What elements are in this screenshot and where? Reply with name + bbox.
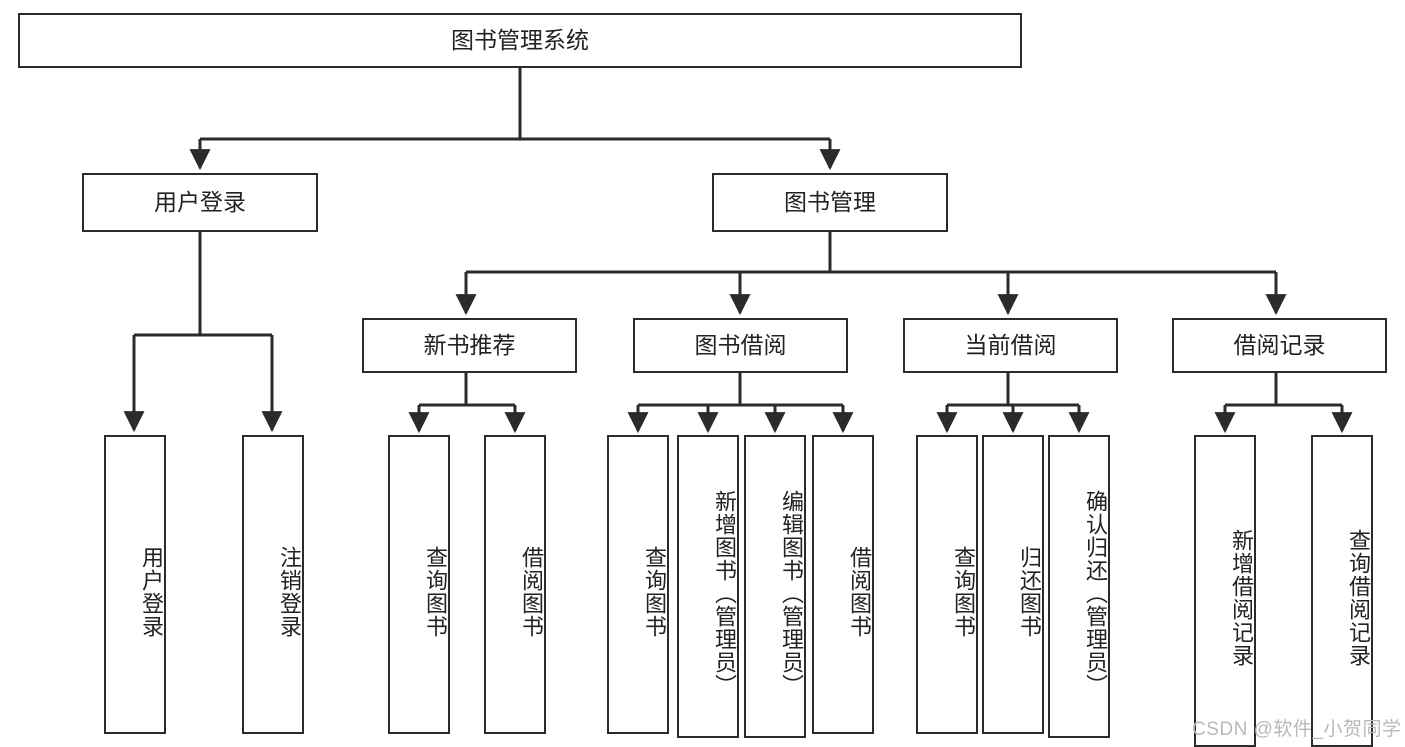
node-current-borrow[interactable]: 当前借阅 <box>903 318 1118 373</box>
leaf-query-borrow-record[interactable]: 查询借阅记录 <box>1311 435 1373 747</box>
node-new-book-recommend-label: 新书推荐 <box>423 331 516 358</box>
leaf-label: 新增图书（管理员） <box>712 490 737 697</box>
leaf-label: 借阅图书 <box>847 545 872 638</box>
leaf-query-book-bw[interactable]: 查询图书 <box>607 435 669 734</box>
leaf-label: 归还图书 <box>1017 545 1042 638</box>
node-book-manage-label: 图书管理 <box>784 188 876 215</box>
leaf-label: 查询图书 <box>642 545 667 638</box>
leaf-label: 借阅图书 <box>519 545 544 638</box>
node-root-label: 图书管理系统 <box>451 26 589 53</box>
leaf-label: 确认归还（管理员） <box>1083 490 1108 697</box>
node-book-borrow[interactable]: 图书借阅 <box>633 318 848 373</box>
leaf-label: 查询借阅记录 <box>1346 529 1371 667</box>
leaf-borrow-book-bw[interactable]: 借阅图书 <box>812 435 874 734</box>
leaf-edit-book-admin[interactable]: 编辑图书（管理员） <box>744 435 806 738</box>
leaf-borrow-book-nb[interactable]: 借阅图书 <box>484 435 546 734</box>
node-current-borrow-label: 当前借阅 <box>964 331 1057 358</box>
node-borrow-record-label: 借阅记录 <box>1233 331 1326 358</box>
leaf-add-borrow-record[interactable]: 新增借阅记录 <box>1194 435 1256 747</box>
leaf-label: 查询图书 <box>951 545 976 638</box>
leaf-query-book-cb[interactable]: 查询图书 <box>916 435 978 734</box>
leaf-query-book-nb[interactable]: 查询图书 <box>388 435 450 734</box>
leaf-label: 注销登录 <box>277 545 302 638</box>
node-borrow-record[interactable]: 借阅记录 <box>1172 318 1387 373</box>
node-book-manage[interactable]: 图书管理 <box>712 173 948 232</box>
node-user-login-label: 用户登录 <box>154 188 246 215</box>
leaf-add-book-admin[interactable]: 新增图书（管理员） <box>677 435 739 738</box>
node-new-book-recommend[interactable]: 新书推荐 <box>362 318 577 373</box>
leaf-label: 查询图书 <box>423 545 448 638</box>
node-root[interactable]: 图书管理系统 <box>18 13 1022 68</box>
node-book-borrow-label: 图书借阅 <box>694 331 787 358</box>
watermark: CSDN @软件_小贺同学 <box>1192 719 1402 740</box>
leaf-label: 用户登录 <box>139 545 164 638</box>
leaf-logout[interactable]: 注销登录 <box>242 435 304 734</box>
leaf-confirm-return-admin[interactable]: 确认归还（管理员） <box>1048 435 1110 738</box>
node-user-login[interactable]: 用户登录 <box>82 173 318 232</box>
leaf-label: 编辑图书（管理员） <box>779 490 804 697</box>
leaf-user-login[interactable]: 用户登录 <box>104 435 166 734</box>
leaf-label: 新增借阅记录 <box>1229 529 1254 667</box>
leaf-return-book[interactable]: 归还图书 <box>982 435 1044 734</box>
